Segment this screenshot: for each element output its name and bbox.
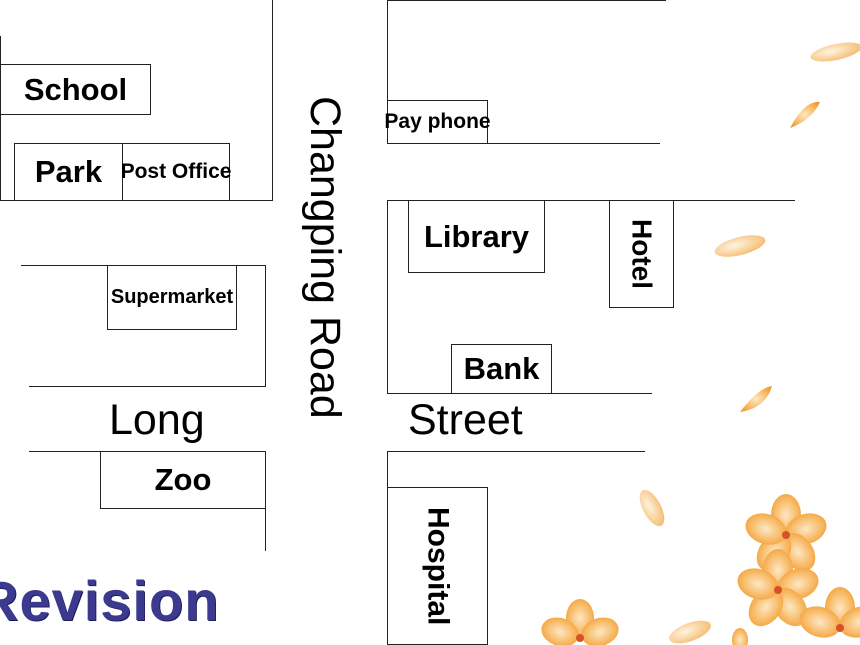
block-edge [387,0,666,1]
road-name-long: Long [109,396,205,444]
place-hospital: Hospital [387,487,488,645]
block-edge [387,200,388,394]
place-supermarket: Supermarket [107,265,237,330]
block-edge [387,0,388,144]
place-hotel: Hotel [609,200,674,308]
block-edge [272,0,273,201]
place-park: Park [14,143,123,201]
block-edge [387,451,645,452]
place-post-office: Post Office [120,143,232,201]
place-label: Supermarket [110,286,234,308]
place-label: Hospital [421,506,455,626]
place-label: Park [34,154,103,189]
place-pay-phone: Pay phone [384,100,491,144]
place-label: Post Office [120,160,232,183]
place-label: Pay phone [384,110,491,133]
road-name-street: Street [408,396,523,444]
place-bank: Bank [451,344,552,394]
block-edge [387,200,795,201]
place-label: School [23,71,128,107]
place-label: Zoo [154,462,212,497]
road-name-changping: Changping Road [301,96,349,419]
block-edge [265,265,266,387]
block-edge [387,143,660,144]
place-school: School [0,64,151,115]
place-zoo: Zoo [100,451,266,509]
block-edge [29,386,266,387]
place-label: Library [423,218,530,254]
place-library: Library [408,200,545,273]
block-edge [0,36,1,201]
place-label: Hotel [626,219,658,289]
slide-heading: Revision [0,569,220,632]
place-label: Bank [463,351,540,386]
